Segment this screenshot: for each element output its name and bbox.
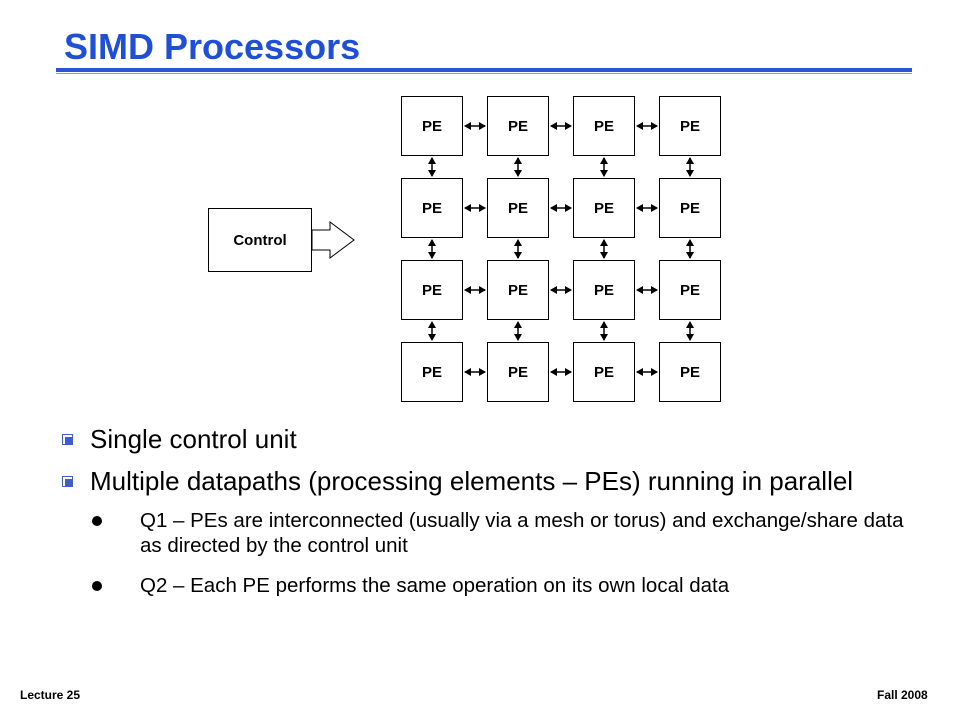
footer-term: Fall 2008: [877, 688, 928, 702]
round-bullet-icon: [92, 581, 102, 591]
pe-box: PE: [401, 260, 463, 320]
pe-box: PE: [487, 96, 549, 156]
bullet-item: Single control unit: [62, 424, 922, 454]
pe-box: PE: [573, 342, 635, 402]
control-broadcast-arrow: [311, 221, 355, 259]
pe-box: PE: [487, 260, 549, 320]
square-bullet-icon: [62, 476, 73, 487]
pe-box: PE: [401, 96, 463, 156]
pe-box: PE: [659, 342, 721, 402]
square-bullet-icon: [62, 434, 73, 445]
footer-lecture: Lecture 25: [20, 688, 81, 702]
sub-bullet-item: Q2 – Each PE performs the same operation…: [90, 573, 922, 598]
control-unit-box: Control: [208, 208, 312, 272]
pe-box: PE: [573, 260, 635, 320]
pe-box: PE: [401, 178, 463, 238]
pe-box: PE: [659, 96, 721, 156]
pe-interconnect-arrows: [311, 122, 694, 376]
bullet-text: Single control unit: [90, 424, 297, 454]
pe-box: PE: [659, 178, 721, 238]
pe-box: PE: [487, 178, 549, 238]
bullet-text: Multiple datapaths (processing elements …: [90, 466, 854, 496]
sub-bullet-text: Q2 – Each PE performs the same operation…: [140, 574, 730, 597]
bullet-list: Single control unit Multiple datapaths (…: [62, 424, 922, 613]
pe-box: PE: [487, 342, 549, 402]
pe-box: PE: [401, 342, 463, 402]
bullet-item: Multiple datapaths (processing elements …: [62, 466, 922, 496]
sub-bullet-item: Q1 – PEs are interconnected (usually via…: [90, 508, 922, 558]
title-underline-thin: [56, 73, 912, 74]
slide-title: SIMD Processors: [64, 26, 361, 67]
pe-box: PE: [573, 96, 635, 156]
pe-box: PE: [573, 178, 635, 238]
pe-box: PE: [659, 260, 721, 320]
round-bullet-icon: [92, 516, 102, 526]
sub-bullet-text: Q1 – PEs are interconnected (usually via…: [140, 509, 904, 557]
title-underline: [56, 68, 912, 72]
